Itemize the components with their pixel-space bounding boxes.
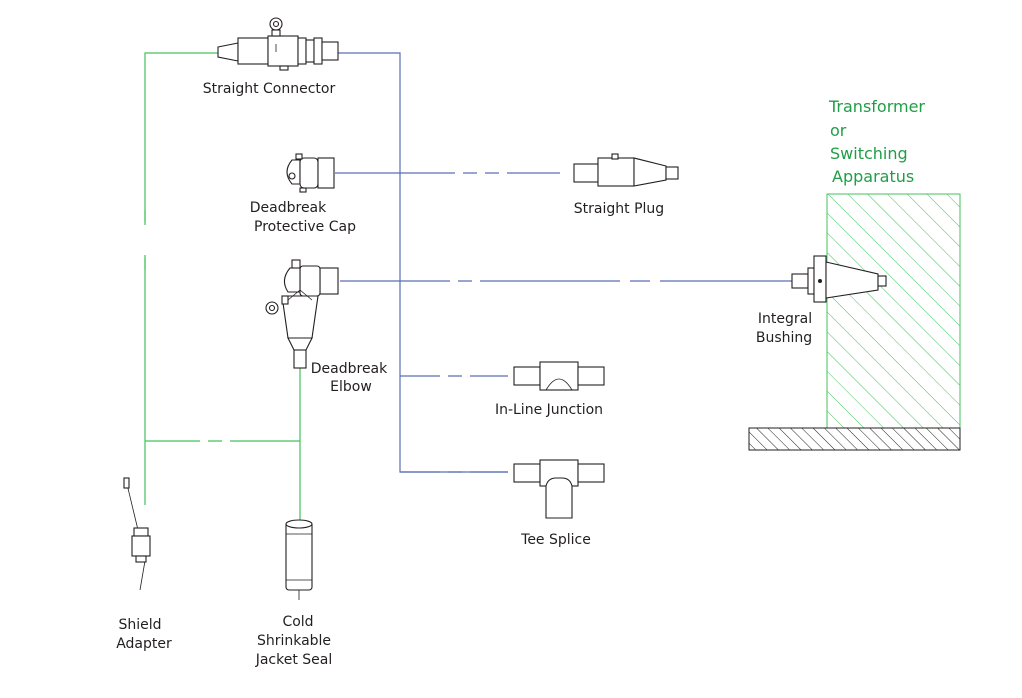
blue-connection-lines: [335, 52, 792, 473]
deadbreak-protective-cap: [286, 153, 335, 193]
label-jacket-seal-line3: Jacket Seal: [255, 652, 333, 668]
green-connection-lines: [141, 52, 301, 520]
label-deadbreak-cap-line2: Protective Cap: [254, 219, 356, 235]
label-deadbreak-cap-line1: Deadbreak: [250, 200, 327, 216]
apparatus-wall: [748, 193, 961, 451]
label-apparatus-line3: Switching: [830, 144, 908, 163]
label-jacket-seal-line1: Cold: [282, 614, 313, 630]
label-integral-bushing-line1: Integral: [758, 311, 812, 327]
label-integral-bushing-line2: Bushing: [756, 330, 812, 346]
inline-junction: [513, 361, 605, 391]
label-tee-splice: Tee Splice: [520, 532, 591, 548]
label-shield-adapter-line1: Shield: [118, 617, 161, 633]
deadbreak-elbow: [265, 259, 339, 369]
tee-splice: [513, 459, 605, 519]
label-inline-junction: In-Line Junction: [495, 402, 603, 418]
label-apparatus-line2: or: [830, 121, 847, 140]
integral-bushing: [791, 255, 887, 303]
cold-shrinkable-jacket-seal: [285, 519, 313, 600]
straight-connector: [217, 17, 339, 71]
label-shield-adapter-line2: Adapter: [116, 636, 172, 652]
straight-plug: [573, 153, 679, 187]
label-apparatus-line1: Transformer: [828, 97, 925, 116]
shield-adapter: [123, 477, 151, 591]
label-deadbreak-elbow-line2: Elbow: [330, 379, 372, 395]
label-apparatus-line4: Apparatus: [832, 167, 914, 186]
label-straight-plug: Straight Plug: [574, 201, 664, 217]
label-straight-connector: Straight Connector: [203, 81, 336, 97]
label-jacket-seal-line2: Shrinkable: [257, 633, 331, 649]
label-deadbreak-elbow-line1: Deadbreak: [311, 361, 388, 377]
